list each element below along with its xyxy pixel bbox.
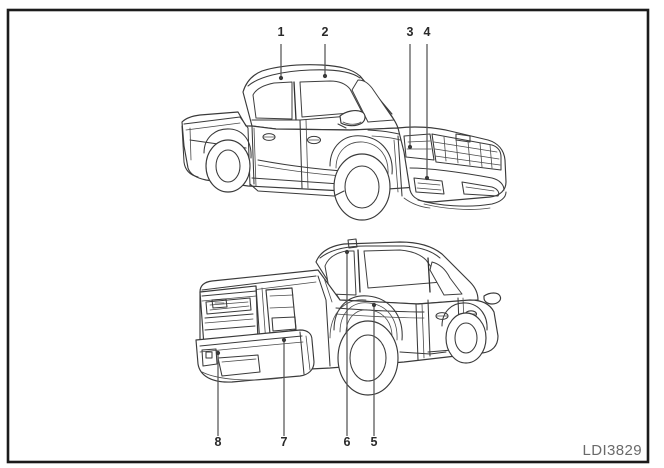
front-three-quarter-view: [181, 64, 507, 221]
callout-number-7: 7: [281, 435, 288, 449]
figure-frame-border: [6, 8, 650, 464]
callout-leader-dot-7: [281, 337, 287, 343]
callout-number-8: 8: [215, 435, 222, 449]
callout-8: 8: [215, 350, 222, 449]
callout-6: 6: [344, 249, 351, 449]
front-wheel-rear-view: [441, 302, 488, 364]
callout-leader-dot-5: [371, 302, 377, 308]
front-door-handle-front-view: [306, 135, 322, 145]
callout-2: 2: [322, 25, 329, 79]
callout-number-2: 2: [322, 25, 329, 39]
callout-number-3: 3: [407, 25, 414, 39]
callout-leader-dot-4: [424, 175, 430, 181]
callout-number-6: 6: [344, 435, 351, 449]
rear-three-quarter-view: [195, 238, 502, 396]
callout-leader-dot-3: [407, 144, 413, 150]
callout-number-4: 4: [424, 25, 431, 39]
callout-7: 7: [281, 337, 288, 449]
callout-leader-dot-6: [344, 249, 350, 255]
rear-door-handle-front-view: [262, 133, 276, 141]
callout-4: 4: [424, 25, 431, 181]
callout-leader-dot-2: [322, 73, 328, 79]
callout-1: 1: [278, 25, 285, 81]
roof-marker-rear-view: [347, 238, 358, 249]
rear-wheel-front-view: [203, 128, 252, 193]
taillight-rear-view: [265, 287, 297, 335]
callout-leader-dot-1: [278, 75, 284, 81]
side-mirror-front-view: [337, 110, 366, 129]
side-mirror-rear-view: [483, 292, 502, 305]
callout-number-5: 5: [371, 435, 378, 449]
trailer-hitch-rear-view: [205, 351, 213, 359]
callout-5: 5: [371, 302, 378, 449]
callout-number-1: 1: [278, 25, 285, 39]
callout-leader-dot-8: [215, 350, 221, 356]
front-wheel-front-view: [329, 135, 393, 221]
rear-wheel-rear-view: [333, 295, 403, 396]
figure-code-label: LDI3829: [582, 442, 642, 459]
rear-door-handle-rear-view: [435, 312, 449, 320]
callout-3: 3: [407, 25, 414, 150]
